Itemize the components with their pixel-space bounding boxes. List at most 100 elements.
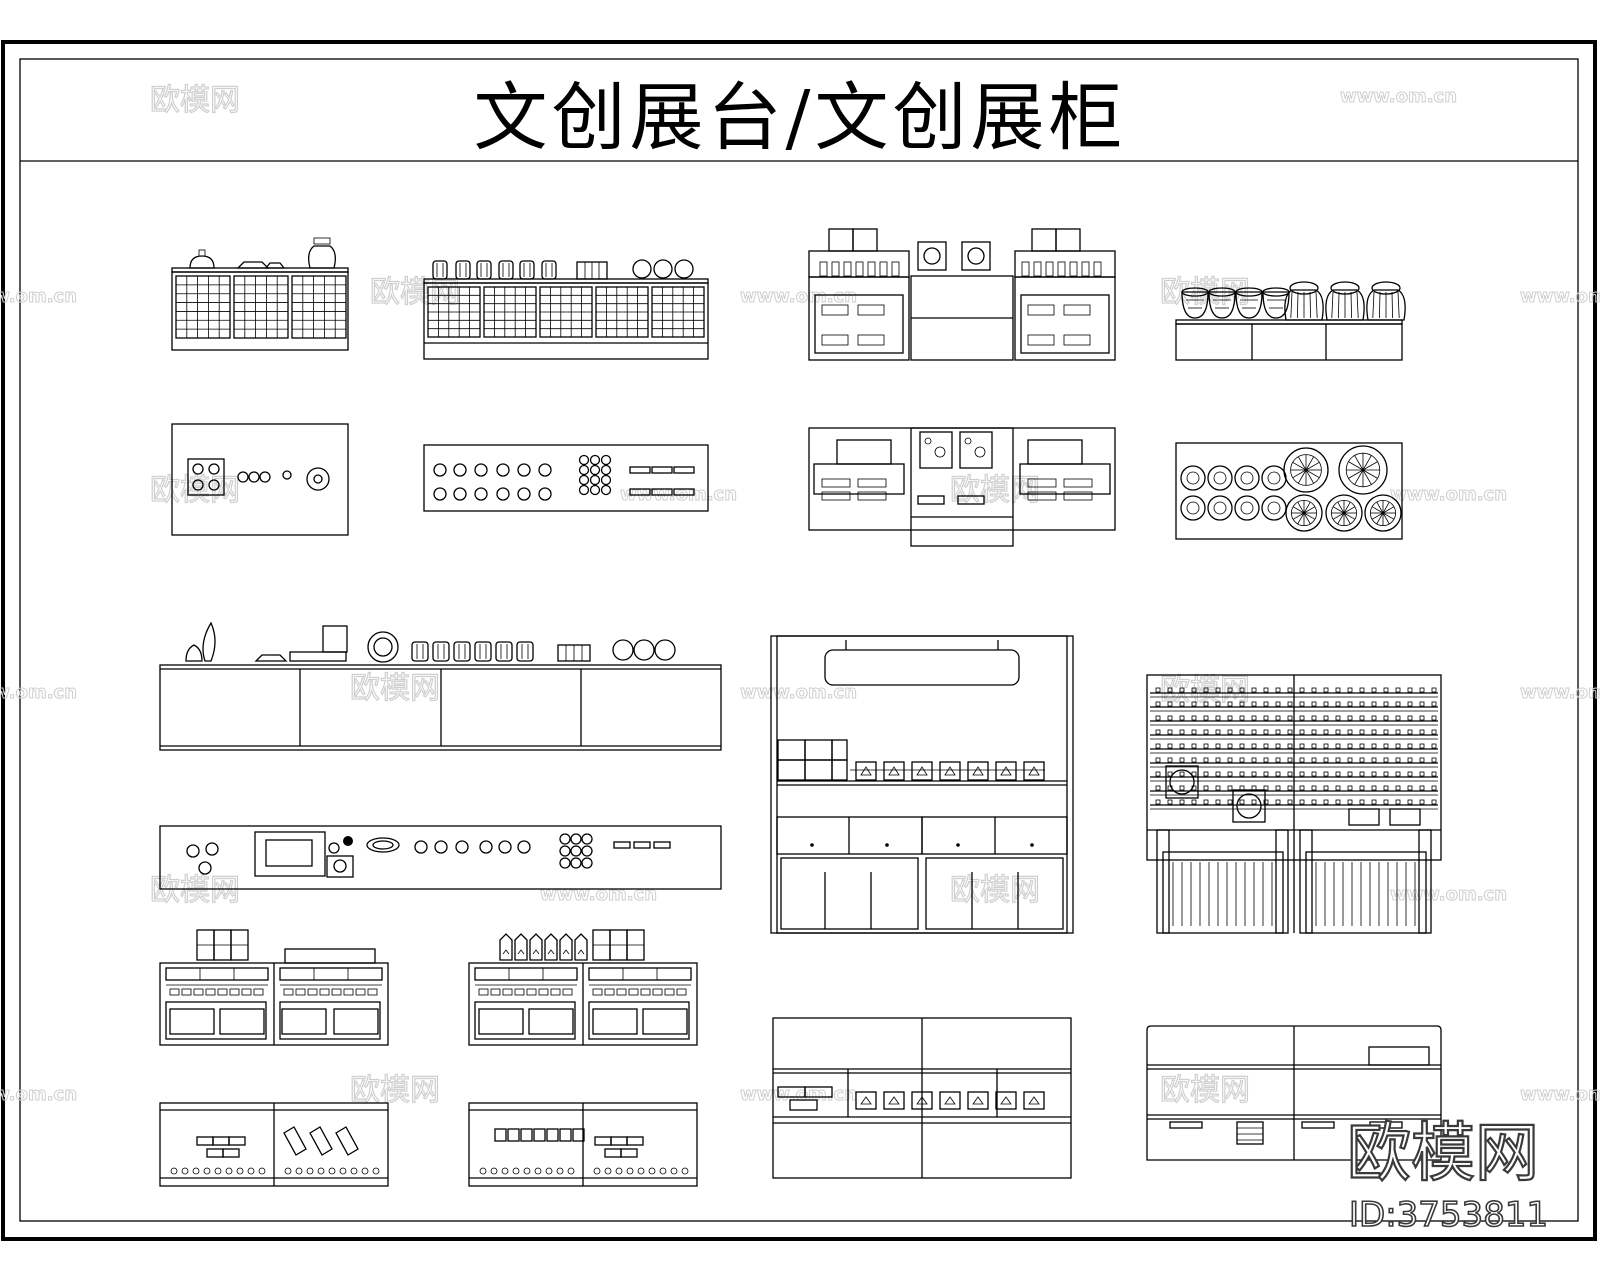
line-mark	[972, 766, 984, 776]
line-mark	[1215, 799, 1221, 805]
line-mark	[233, 275, 289, 339]
line-mark	[1303, 506, 1316, 514]
line-mark	[1180, 465, 1206, 491]
line-mark	[1033, 261, 1042, 277]
line-mark	[1251, 757, 1257, 763]
line-mark	[514, 988, 525, 996]
line-mark	[911, 761, 933, 781]
line-mark	[1191, 771, 1197, 777]
line-mark	[1167, 743, 1173, 749]
line-mark	[1263, 785, 1269, 791]
line-mark	[1299, 729, 1305, 735]
watermark-url: www.om.cn	[740, 1084, 857, 1105]
line-mark	[1263, 729, 1269, 735]
line-mark	[1347, 701, 1353, 707]
line-mark	[1263, 743, 1269, 749]
line-mark	[229, 988, 240, 996]
line-mark	[1371, 771, 1377, 777]
line-mark	[1371, 506, 1384, 514]
line-mark	[1227, 771, 1233, 777]
line-mark	[165, 967, 269, 981]
line-mark	[1215, 771, 1221, 777]
line-mark	[1203, 771, 1209, 777]
line-mark	[1431, 729, 1437, 735]
line-mark	[1305, 456, 1315, 471]
line-mark	[1366, 289, 1406, 321]
line-mark	[615, 1167, 623, 1175]
line-mark	[1335, 757, 1341, 763]
line-mark	[1263, 799, 1269, 805]
line-mark	[1179, 701, 1185, 707]
line-mark	[1337, 512, 1345, 525]
line-mark	[247, 1167, 255, 1175]
line-mark	[1419, 729, 1425, 735]
line-mark	[1395, 729, 1401, 735]
line-mark	[279, 967, 383, 981]
line-mark	[1395, 687, 1401, 693]
line-mark	[526, 988, 537, 996]
line-mark	[1203, 799, 1209, 805]
line-mark	[1181, 291, 1209, 319]
line-mark	[1343, 512, 1351, 525]
line-mark	[1303, 501, 1311, 514]
watermark-url: www.om.cn	[1520, 286, 1600, 307]
line-mark	[517, 463, 531, 477]
line-mark	[651, 466, 673, 474]
line-mark	[1323, 715, 1329, 721]
line-mark	[1323, 757, 1329, 763]
line-mark	[1251, 715, 1257, 721]
line-mark	[1287, 715, 1293, 721]
line-mark	[879, 261, 888, 277]
line-mark	[1287, 799, 1293, 805]
line-mark	[1335, 799, 1341, 805]
line-mark	[1311, 743, 1317, 749]
line-mark	[1325, 289, 1365, 321]
line-mark	[1227, 799, 1233, 805]
line-mark	[1292, 506, 1305, 514]
line-mark	[1431, 785, 1437, 791]
line-mark	[214, 1167, 222, 1175]
line-mark	[1275, 715, 1281, 721]
line-mark	[205, 988, 216, 996]
watermark-url: www.om.cn	[0, 682, 77, 703]
line-mark	[1227, 687, 1233, 693]
line-mark	[541, 260, 557, 280]
line-mark	[1383, 771, 1389, 777]
line-mark	[648, 1167, 656, 1175]
line-mark	[628, 988, 639, 996]
line-mark	[957, 495, 985, 505]
line-mark	[604, 988, 615, 996]
line-mark	[578, 474, 590, 486]
line-mark	[1419, 715, 1425, 721]
counter-pair-b-elevation	[468, 929, 698, 1046]
line-mark	[1191, 757, 1197, 763]
watermark-url: www.om.cn	[1520, 682, 1600, 703]
line-mark	[1297, 291, 1299, 319]
line-mark	[1028, 1096, 1040, 1105]
line-mark	[1167, 799, 1173, 805]
watermark-url: www.om.cn	[1520, 1084, 1600, 1105]
line-mark	[1215, 687, 1221, 693]
line-mark	[1347, 757, 1353, 763]
line-mark	[1347, 771, 1353, 777]
line-mark	[432, 641, 450, 662]
line-mark	[1305, 469, 1320, 479]
line-mark	[1359, 687, 1365, 693]
line-mark	[1407, 687, 1413, 693]
line-mark	[1383, 785, 1389, 791]
line-mark	[1191, 715, 1197, 721]
line-mark	[1359, 743, 1365, 749]
line-mark	[534, 1167, 542, 1175]
line-mark	[253, 988, 264, 996]
line-mark	[1191, 701, 1197, 707]
line-mark	[1292, 461, 1307, 471]
line-mark	[1371, 799, 1377, 805]
line-mark	[819, 261, 828, 277]
line-mark	[1227, 701, 1233, 707]
line-mark	[1371, 701, 1377, 707]
line-mark	[1203, 757, 1209, 763]
line-mark	[1045, 261, 1054, 277]
line-mark	[1299, 701, 1305, 707]
line-mark	[1343, 501, 1351, 514]
line-mark	[570, 833, 582, 845]
